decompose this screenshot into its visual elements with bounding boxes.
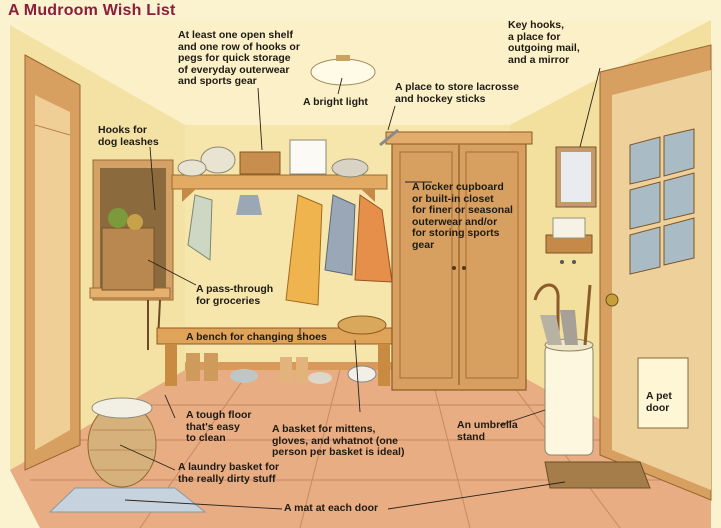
door-window [629, 128, 695, 275]
grocery-bag [101, 227, 155, 291]
open-shelf [171, 174, 388, 190]
ceiling-light [310, 58, 376, 86]
coat-blue [324, 194, 356, 276]
tote-bag [289, 139, 327, 175]
label-bench: A bench for changing shoes [186, 331, 327, 343]
label-bright-light: A bright light [303, 96, 368, 108]
tile-floor [10, 370, 711, 528]
umbrella-stand [544, 344, 594, 456]
right-door-mat [544, 461, 651, 489]
page-title: A Mudroom Wish List [8, 2, 176, 19]
label-mat: A mat at each door [284, 502, 379, 514]
pet-door [637, 357, 689, 429]
mitten-basket [337, 315, 387, 335]
coat-yellow [285, 194, 323, 306]
label-basket: A basket for mittens,gloves, and whatnot… [272, 423, 405, 458]
leader-lines [119, 67, 601, 510]
left-door [35, 95, 70, 450]
coat-green [187, 194, 213, 261]
basket-on-shelf [239, 151, 281, 175]
